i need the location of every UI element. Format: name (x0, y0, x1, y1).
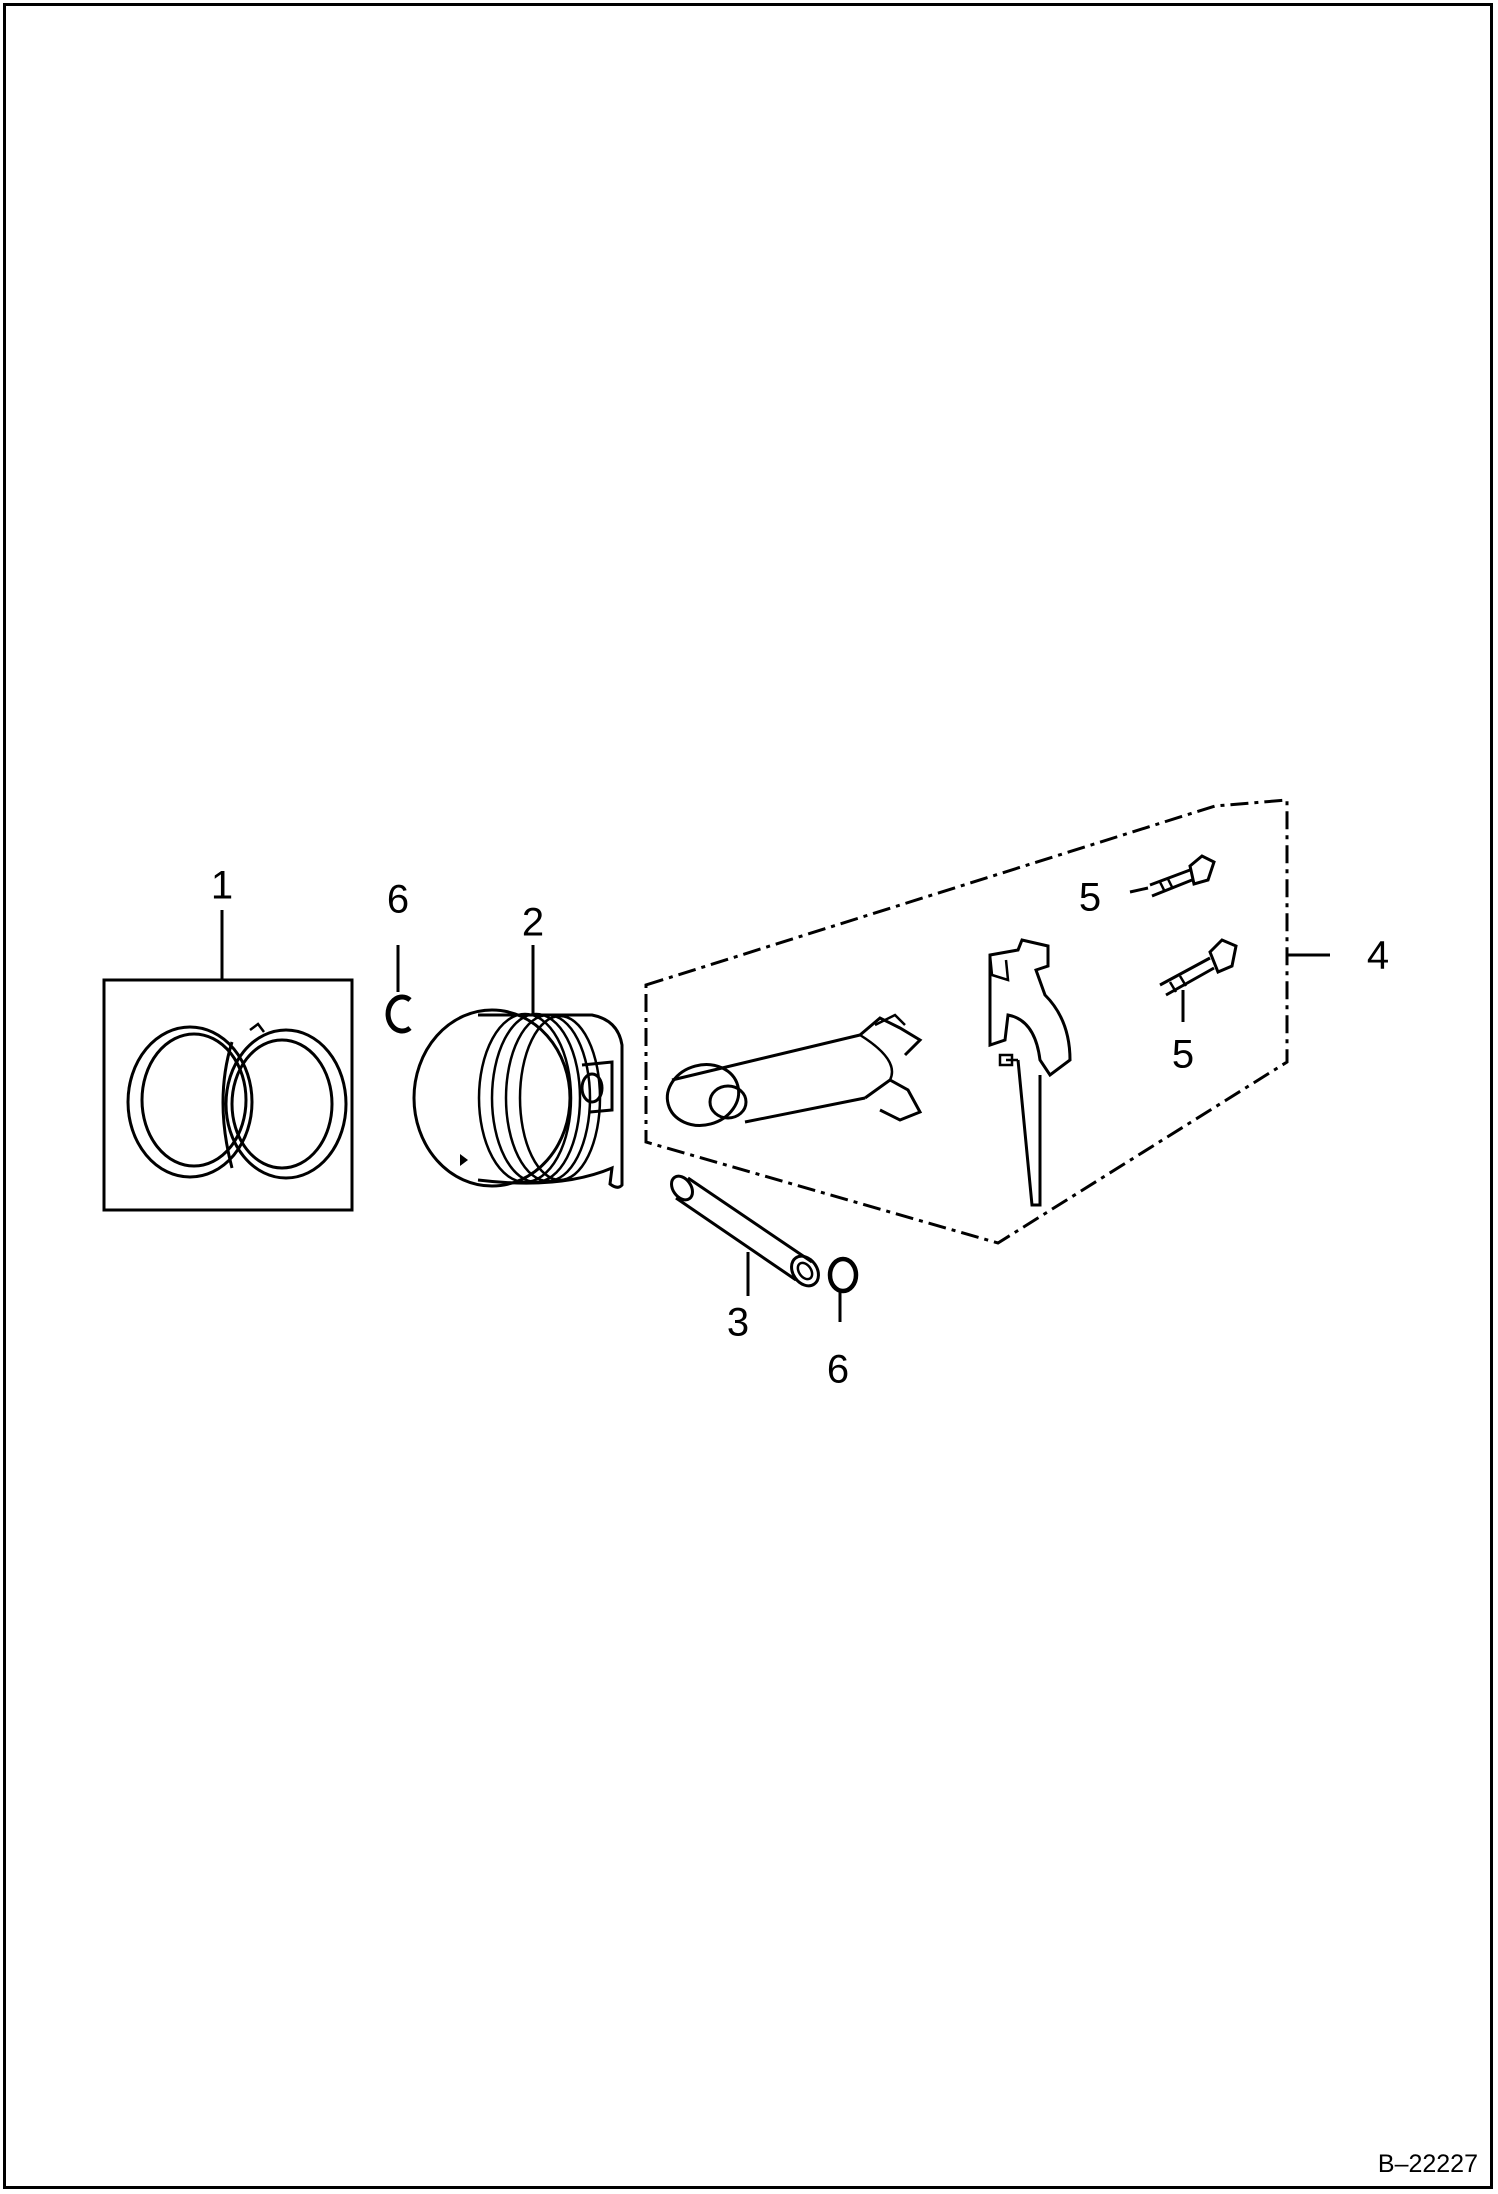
callout-5-upper: 5 (1079, 876, 1101, 920)
rod-cap (988, 938, 1072, 1207)
circlip-upper (385, 945, 412, 1034)
callout-1: 1 (211, 864, 233, 908)
piston (412, 945, 624, 1189)
callout-5-lower: 5 (1172, 1033, 1194, 1077)
callout-6-upper: 6 (387, 878, 409, 922)
callout-6-lower: 6 (827, 1348, 849, 1392)
rod-bolt-lower (1159, 938, 1238, 1022)
ring-set-box (102, 978, 354, 1212)
leader-line-5a (1129, 886, 1149, 894)
connecting-rod-assembly (644, 798, 1330, 1245)
callout-3: 3 (727, 1301, 749, 1345)
callout-2: 2 (522, 901, 544, 945)
piston-ring-set (102, 910, 354, 1212)
drawing-frame (3, 3, 1493, 2189)
callout-4: 4 (1367, 934, 1389, 978)
rod-bolt-upper (1129, 854, 1216, 898)
piston-pin (670, 1174, 820, 1296)
assembly-boundary (644, 798, 1289, 1245)
circlip-lower (827, 1256, 859, 1322)
figure-reference: B–22227 (1378, 2150, 1478, 2178)
connecting-rod (665, 1013, 923, 1127)
